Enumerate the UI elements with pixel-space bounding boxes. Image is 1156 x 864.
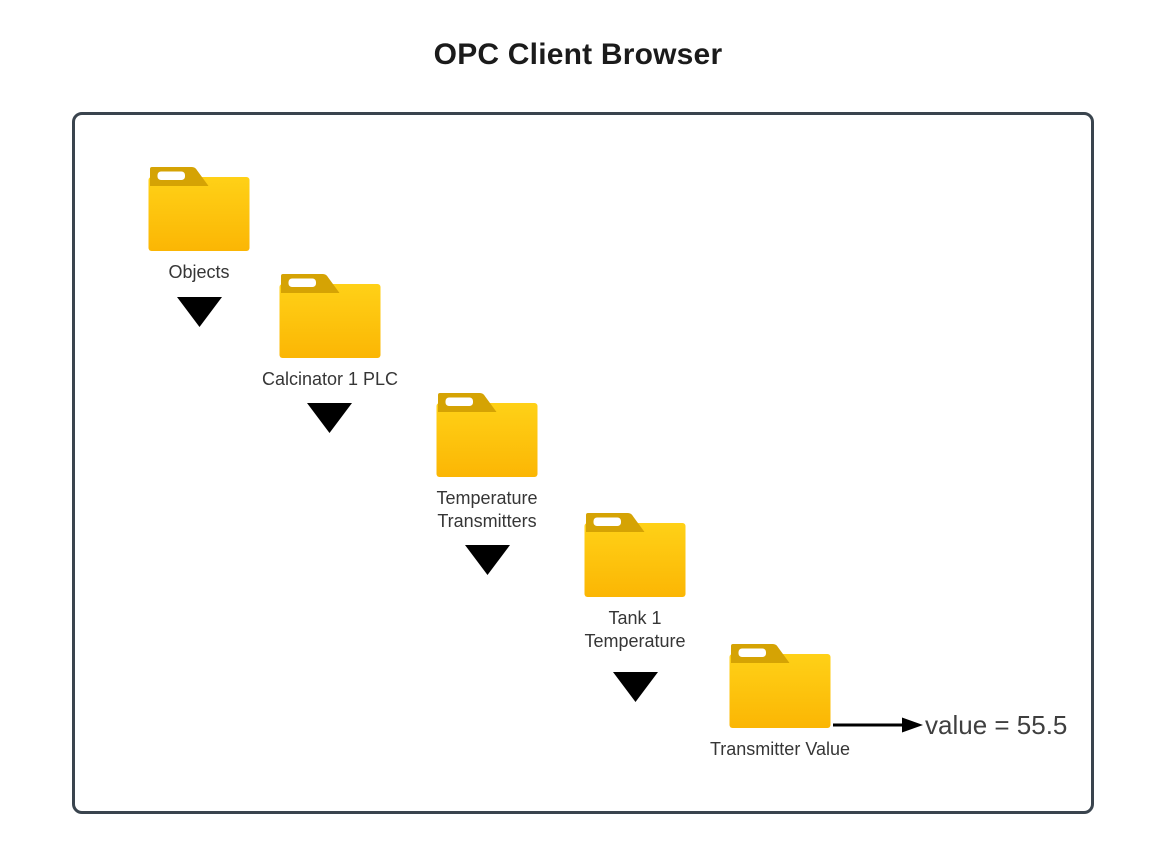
node-label-line: Calcinator 1 PLC (261, 369, 399, 389)
folder-icon (279, 274, 381, 358)
tree-node-transmitter-value: Transmitter Value (690, 643, 870, 761)
tree-node-tank-1-temperature: Tank 1 Temperature (545, 512, 725, 653)
node-label: Objects (109, 261, 289, 284)
expand-arrow-icon (307, 403, 352, 433)
page-title: OPC Client Browser (433, 38, 723, 71)
node-label-line: Transmitters (437, 511, 537, 531)
expand-arrow-icon (613, 672, 658, 702)
node-label-line: Temperature (436, 488, 538, 508)
node-label: Tank 1 Temperature (545, 607, 725, 653)
expand-arrow-icon (465, 545, 510, 575)
tree-node-calcinator-1-plc: Calcinator 1 PLC (240, 273, 420, 391)
value-arrow-icon (833, 717, 923, 733)
node-label: Calcinator 1 PLC (240, 368, 420, 391)
tree-node-temperature-transmitters: Temperature Transmitters (397, 392, 577, 533)
folder-icon (148, 167, 250, 251)
node-label-line: Temperature (584, 631, 686, 651)
expand-arrow-icon (177, 297, 222, 327)
node-label: Transmitter Value (690, 738, 870, 761)
folder-icon (584, 513, 686, 597)
value-annotation: value = 55.5 (925, 710, 1068, 740)
node-label-line: Transmitter Value (709, 739, 851, 759)
tree-node-objects: Objects (109, 166, 289, 284)
node-label-line: Tank 1 (608, 608, 662, 628)
folder-icon (729, 644, 831, 728)
node-label-line: Objects (168, 262, 230, 282)
node-label: Temperature Transmitters (397, 487, 577, 533)
folder-icon (436, 393, 538, 477)
